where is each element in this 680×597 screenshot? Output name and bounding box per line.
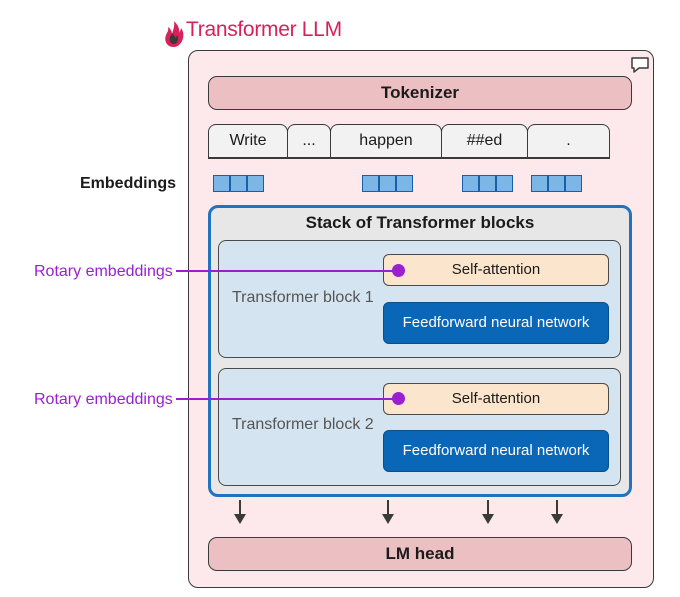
- embedding-vector: [213, 175, 264, 192]
- lm-head-box: LM head: [208, 537, 632, 571]
- token-baseline: [208, 157, 610, 159]
- token-period: .: [527, 124, 610, 158]
- self-attention-box: Self-attention: [383, 254, 609, 286]
- feedforward-box: Feedforward neural network: [383, 430, 609, 472]
- transformer-block-label: Transformer block 1: [232, 289, 374, 306]
- down-arrow-icon: [382, 500, 394, 524]
- token-ellipsis: ...: [287, 124, 331, 158]
- stack-title: Stack of Transformer blocks: [305, 213, 535, 232]
- diagram-title: Transformer LLM: [186, 18, 342, 41]
- embedding-vector: [462, 175, 513, 192]
- embedding-vector: [531, 175, 582, 192]
- token-write: Write: [208, 124, 288, 158]
- transformer-block-label: Transformer block 2: [232, 416, 374, 433]
- rotary-embeddings-label: Rotary embeddings: [34, 263, 173, 280]
- tokenizer-box: Tokenizer: [208, 76, 632, 110]
- rotary-connector-line: [176, 398, 398, 400]
- rotary-connector-dot: [392, 264, 405, 277]
- rotary-connector-line: [176, 270, 398, 272]
- flame-logo-icon: [165, 21, 184, 47]
- self-attention-box: Self-attention: [383, 383, 609, 415]
- embeddings-label: Embeddings: [80, 175, 177, 192]
- speech-bubble-icon: [631, 57, 649, 73]
- down-arrow-icon: [234, 500, 246, 524]
- down-arrow-icon: [482, 500, 494, 524]
- down-arrow-icon: [551, 500, 563, 524]
- feedforward-box: Feedforward neural network: [383, 302, 609, 344]
- embedding-vector: [362, 175, 413, 192]
- token-ed: ##ed: [441, 124, 528, 158]
- token-happen: happen: [330, 124, 442, 158]
- rotary-connector-dot: [392, 392, 405, 405]
- rotary-embeddings-label: Rotary embeddings: [34, 391, 173, 408]
